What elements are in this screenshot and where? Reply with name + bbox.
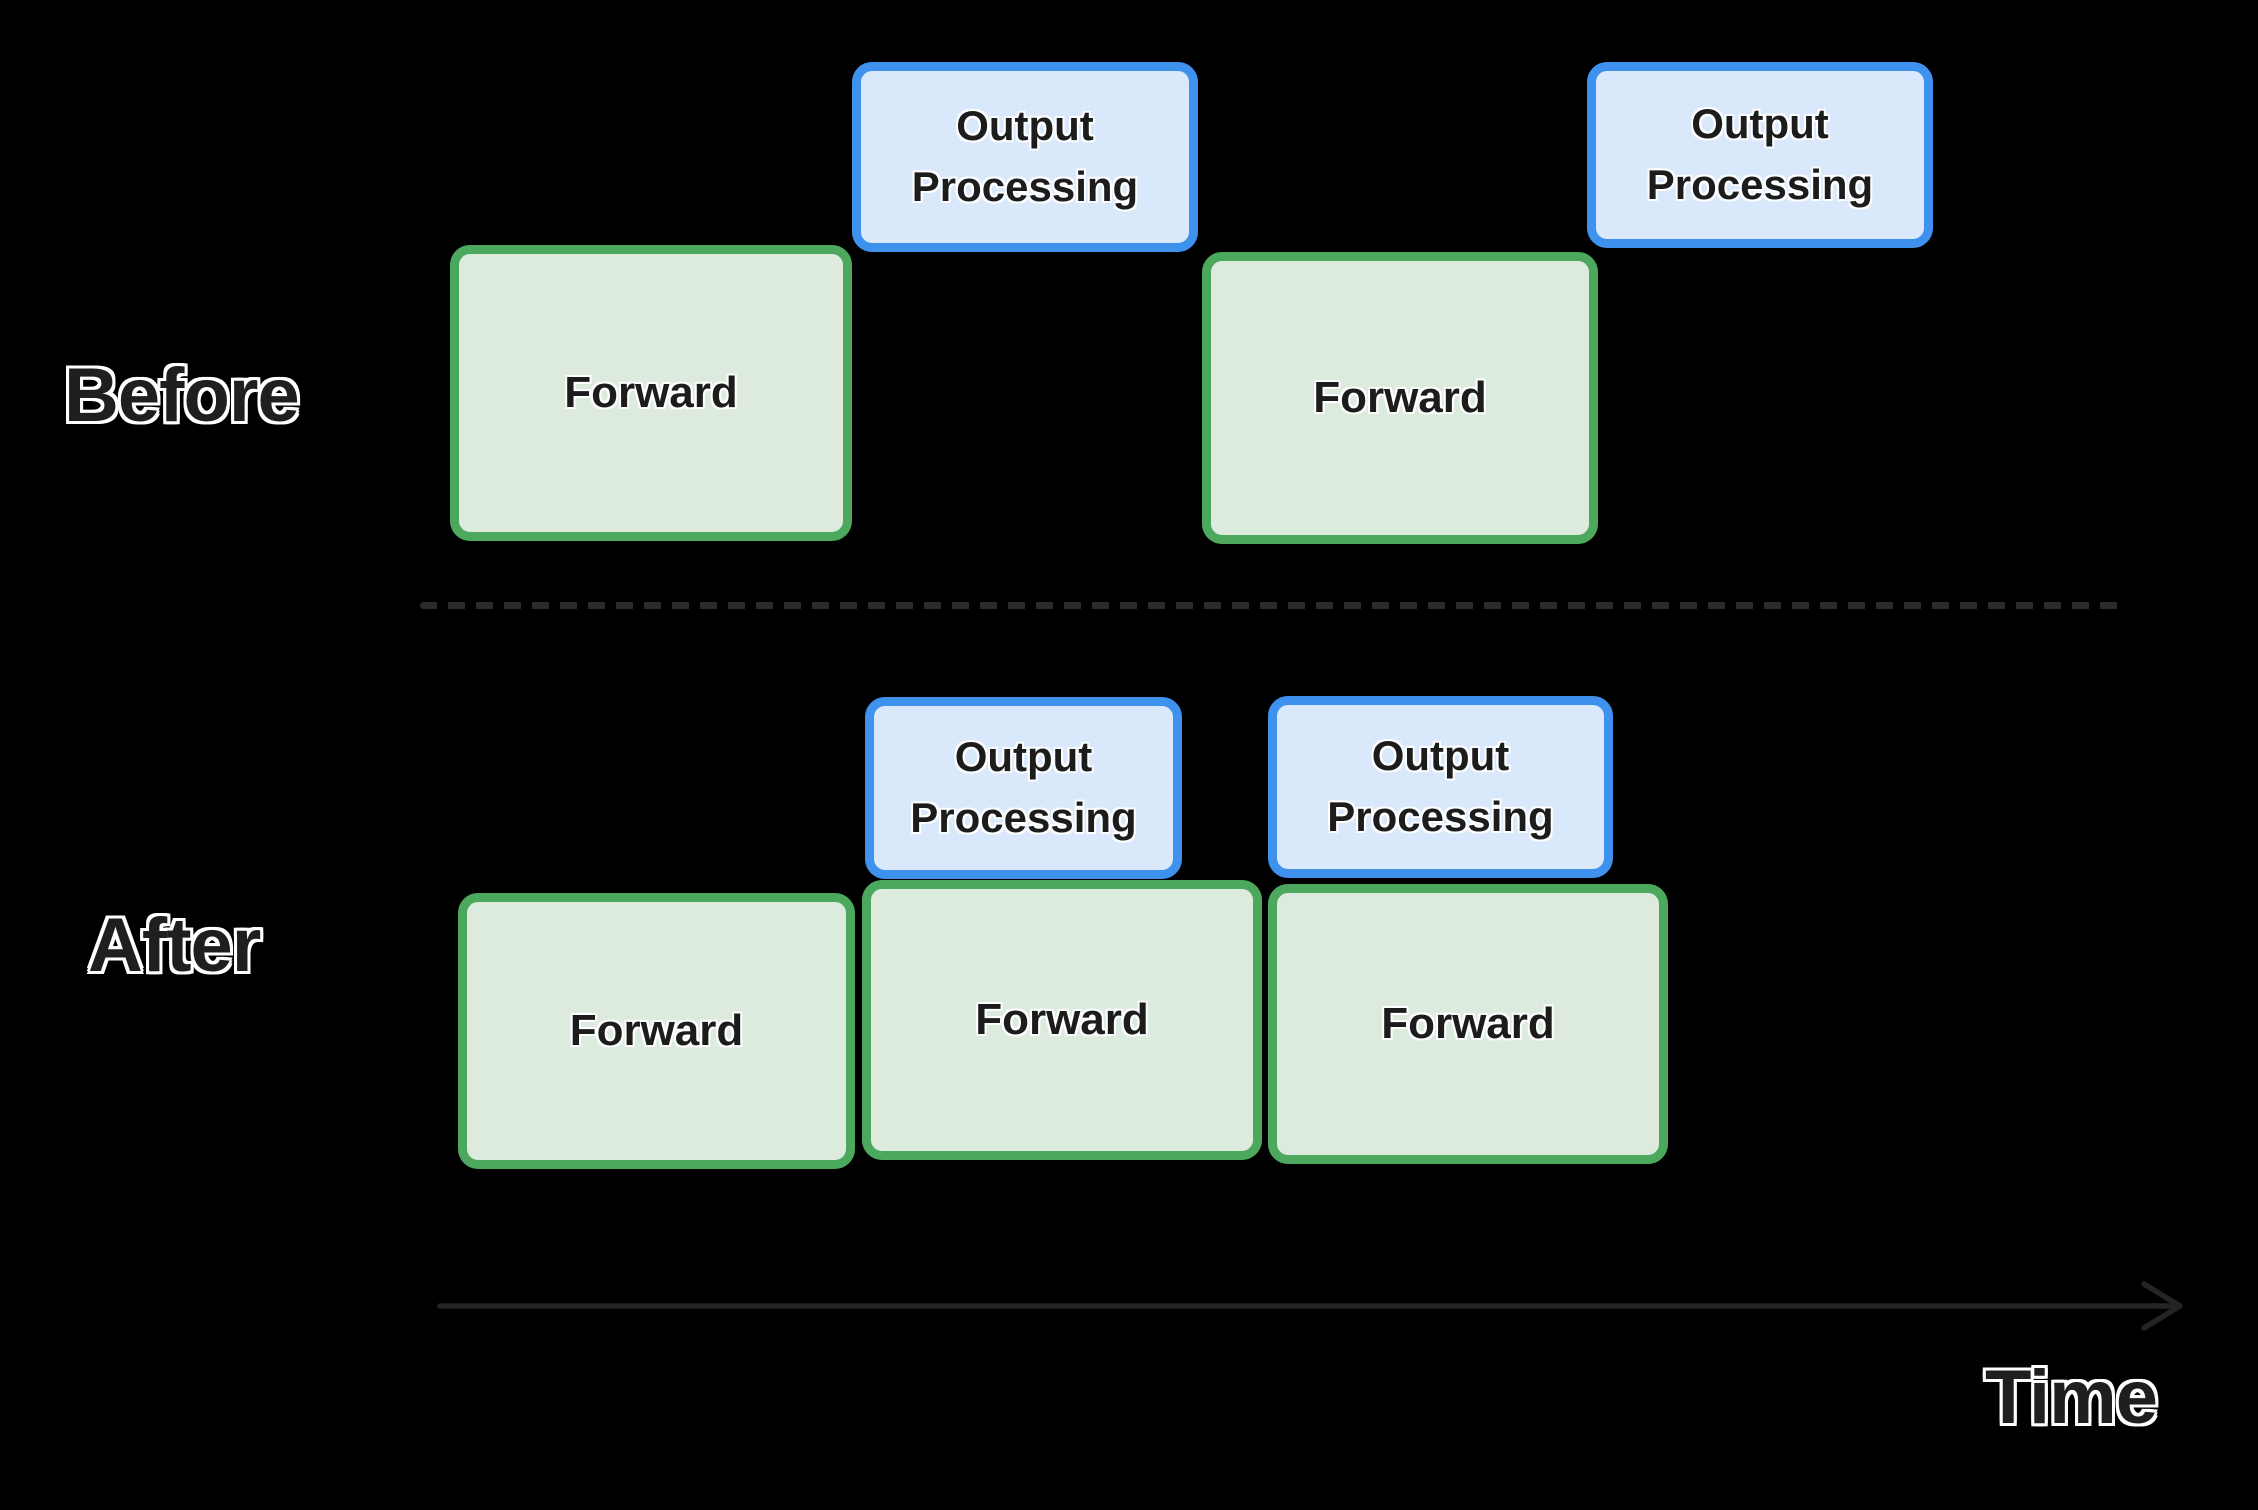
before-output-processing-block-1: Output Processing bbox=[852, 62, 1198, 252]
time-axis-arrow bbox=[437, 1281, 2183, 1331]
after-forward-block-1: Forward bbox=[458, 893, 855, 1169]
after-output-processing-block-1: Output Processing bbox=[865, 697, 1182, 879]
after-output-processing-block-2: Output Processing bbox=[1268, 696, 1613, 878]
before-forward-block-1: Forward bbox=[450, 245, 852, 541]
after-forward-label-3: Forward bbox=[1381, 998, 1555, 1048]
time-axis-label: Time bbox=[1985, 1355, 2158, 1440]
after-forward-block-3: Forward bbox=[1268, 884, 1668, 1164]
before-forward-block-2: Forward bbox=[1202, 252, 1598, 544]
after-forward-block-2: Forward bbox=[862, 880, 1262, 1160]
section-divider-dashed-line bbox=[420, 602, 2125, 609]
before-section-label: Before bbox=[64, 353, 300, 438]
after-forward-label-1: Forward bbox=[569, 1005, 744, 1055]
before-output-processing-label-1: Output Processing bbox=[911, 102, 1139, 210]
after-forward-label-2: Forward bbox=[975, 994, 1149, 1044]
before-output-processing-label-2: Output Processing bbox=[1646, 100, 1874, 208]
time-axis-arrowhead-icon bbox=[2141, 1281, 2183, 1331]
before-output-processing-block-2: Output Processing bbox=[1587, 62, 1933, 248]
after-output-processing-label-2: Output Processing bbox=[1327, 732, 1554, 840]
before-forward-label-2: Forward bbox=[1313, 372, 1487, 422]
after-section-label: After bbox=[88, 903, 261, 988]
before-forward-label-1: Forward bbox=[564, 367, 738, 417]
after-output-processing-label-1: Output Processing bbox=[910, 733, 1137, 841]
